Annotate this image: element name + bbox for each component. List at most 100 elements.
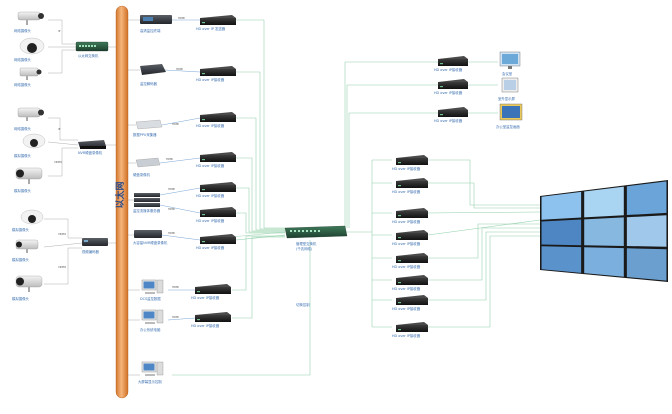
video-wall-tile	[626, 215, 667, 247]
receiver-group: HD over IP接收器 HD over IP接收器 HD over IP接收器 H…	[392, 56, 468, 338]
control-label: 切换控制	[296, 302, 310, 307]
source-device: 监控流媒体服务器	[133, 193, 161, 213]
camera-label: 网络摄像头	[14, 57, 32, 62]
display-monitor: 办公室监控画面	[496, 103, 523, 129]
camera-icon	[15, 275, 43, 292]
source-label: 办公系统电脑	[140, 327, 161, 332]
source-encoder-wires	[159, 19, 201, 321]
receiver-device-label: HD over IP接收器	[434, 67, 463, 72]
encoder-device: HD over IP接收器	[196, 66, 236, 82]
wire-tag-hdmi: HDMI	[172, 122, 179, 126]
encoder-device-label: HD over IP接收器	[191, 295, 220, 300]
pc-icon: 办公系统电脑	[140, 309, 164, 332]
display-label: 办公室监控画面	[496, 124, 520, 129]
receiver-device: HD over IP接收器	[434, 107, 468, 123]
wire-tags: IP IP VIDEO VIDEO VIDEO HDMI HDMI HDMI H…	[54, 16, 185, 319]
receiver-device: HD over IP接收器	[434, 79, 468, 95]
receiver-device: HD over IP接收器	[392, 155, 428, 171]
receiver-device-label: HD over IP接收器	[392, 264, 421, 269]
dome-camera-icon	[19, 37, 45, 55]
camera-icon	[17, 107, 44, 121]
bus-source-wires	[128, 19, 140, 376]
dome-camera-icon	[20, 209, 44, 225]
video-wall-tile	[584, 186, 624, 218]
wire-tag-hdmi: HDMI	[168, 207, 175, 211]
nvr-device: NVR硬盘录像机	[78, 140, 106, 155]
encoder-device-label: HD over IP接收器	[196, 245, 225, 250]
source-label: 监控解码器	[140, 81, 158, 86]
display-monitor: 室外显示屏	[498, 77, 519, 101]
receiver-device: HD over IP接收器	[434, 56, 468, 72]
encoder-device-label: HD over IP 发送器	[196, 26, 226, 31]
wire-tag-ip: IP	[58, 29, 61, 33]
video-wall-tile	[541, 219, 582, 246]
core-switch-label: 管理型交换机	[296, 241, 317, 246]
video-wall-tile	[626, 181, 667, 216]
display-label: 室外显示屏	[498, 96, 516, 101]
receiver-device: HD over IP接收器	[392, 208, 428, 224]
camera-label: 网络摄像头	[14, 126, 32, 131]
receiver-device-label: HD over IP接收器	[392, 333, 421, 338]
camera-label: 模拟摄像头	[12, 227, 30, 232]
encoder-device-label: HD over IP接收器	[191, 323, 220, 328]
receiver-device-label: HD over IP接收器	[392, 189, 421, 194]
video-wall-tile	[584, 217, 624, 246]
source-device: 高清监控终端	[140, 15, 172, 33]
nvr-label: NVR硬盘录像机	[78, 150, 103, 155]
camera-icon	[15, 167, 43, 184]
receiver-device-label: HD over IP接收器	[434, 118, 463, 123]
camera-icon	[17, 11, 44, 25]
source-device: 监控解码器	[140, 64, 166, 86]
encoder-device: HD over IP接收器	[191, 284, 231, 300]
video-encoder-label: 视频编码器	[82, 249, 100, 254]
pc-icon: 大屏幕显示控制	[138, 361, 164, 384]
source-label: 数据PPU采集器	[133, 132, 157, 137]
source-label: 大容量NVR硬盘录像机	[133, 240, 168, 245]
receiver-device: HD over IP接收器	[392, 295, 428, 311]
display-label: 会议室	[502, 71, 513, 76]
receiver-display-wires	[427, 61, 541, 328]
video-wall-tile	[541, 191, 582, 220]
encoder-device: HD over IP接收器	[196, 112, 236, 128]
receiver-device-label: HD over IP接收器	[392, 219, 421, 224]
receiver-device: HD over IP接收器	[392, 253, 428, 269]
wire-tag-hdmi: HDMI	[172, 315, 179, 319]
source-devices: 高清监控终端 监控解码器 数据PPU采集器 硬盘录像机 监控流媒体服务器 大容量…	[133, 15, 172, 384]
ethernet-bus-label: 以太网	[114, 181, 126, 208]
encoder-device: HD over IP接收器	[196, 152, 236, 168]
camera-label: 网络摄像头	[14, 28, 32, 33]
control-wire	[172, 240, 311, 376]
camera-wires	[43, 19, 83, 285]
wire-tag-hdmi: HDMI	[172, 285, 179, 289]
encoder-group: HD over IP 发送器 HD over IP接收器 HD over IP接收器…	[191, 15, 236, 328]
core-switch-sublabel: (千兆网络)	[296, 246, 313, 251]
display-group: 会议室 室外显示屏 办公室监控画面	[496, 51, 523, 129]
encoder-device: HD over IP 发送器	[196, 15, 236, 31]
encoder-device-label: HD over IP接收器	[196, 193, 225, 198]
video-wall	[540, 180, 668, 282]
switch-receiver-wires	[344, 61, 438, 328]
wire-tag-hdmi: HDMI	[176, 67, 183, 71]
source-label: 大屏幕显示控制	[138, 379, 162, 384]
receiver-device-label: HD over IP接收器	[392, 306, 421, 311]
camera-label: 模拟摄像头	[12, 257, 30, 262]
pc-icon: DCS监控数据	[140, 279, 164, 301]
ethernet-bus: 以太网	[114, 5, 129, 399]
video-wall-tile	[626, 248, 667, 281]
source-label: 监控流媒体服务器	[133, 208, 161, 213]
receiver-device-label: HD over IP接收器	[392, 286, 421, 291]
camera-label: 模拟摄像头	[14, 153, 32, 158]
camera-group: 网络摄像头 网络摄像头 网络摄像头 网络摄像头 模拟摄像头	[12, 11, 46, 301]
camera-label: 模拟摄像头	[14, 188, 32, 193]
receiver-device-label: HD over IP接收器	[434, 90, 463, 95]
camera-label: 网络摄像头	[14, 82, 32, 87]
source-device: 数据PPU采集器	[133, 119, 163, 137]
receiver-device: HD over IP接收器	[392, 178, 428, 194]
video-wall-tile	[584, 247, 624, 277]
video-wall-tile	[541, 246, 582, 273]
wire-tag-video: VIDEO	[58, 265, 66, 269]
receiver-device: HD over IP接收器	[392, 275, 428, 291]
encoder-device-label: HD over IP接收器	[196, 77, 225, 82]
wire-tag-hdmi: HDMI	[178, 16, 185, 20]
